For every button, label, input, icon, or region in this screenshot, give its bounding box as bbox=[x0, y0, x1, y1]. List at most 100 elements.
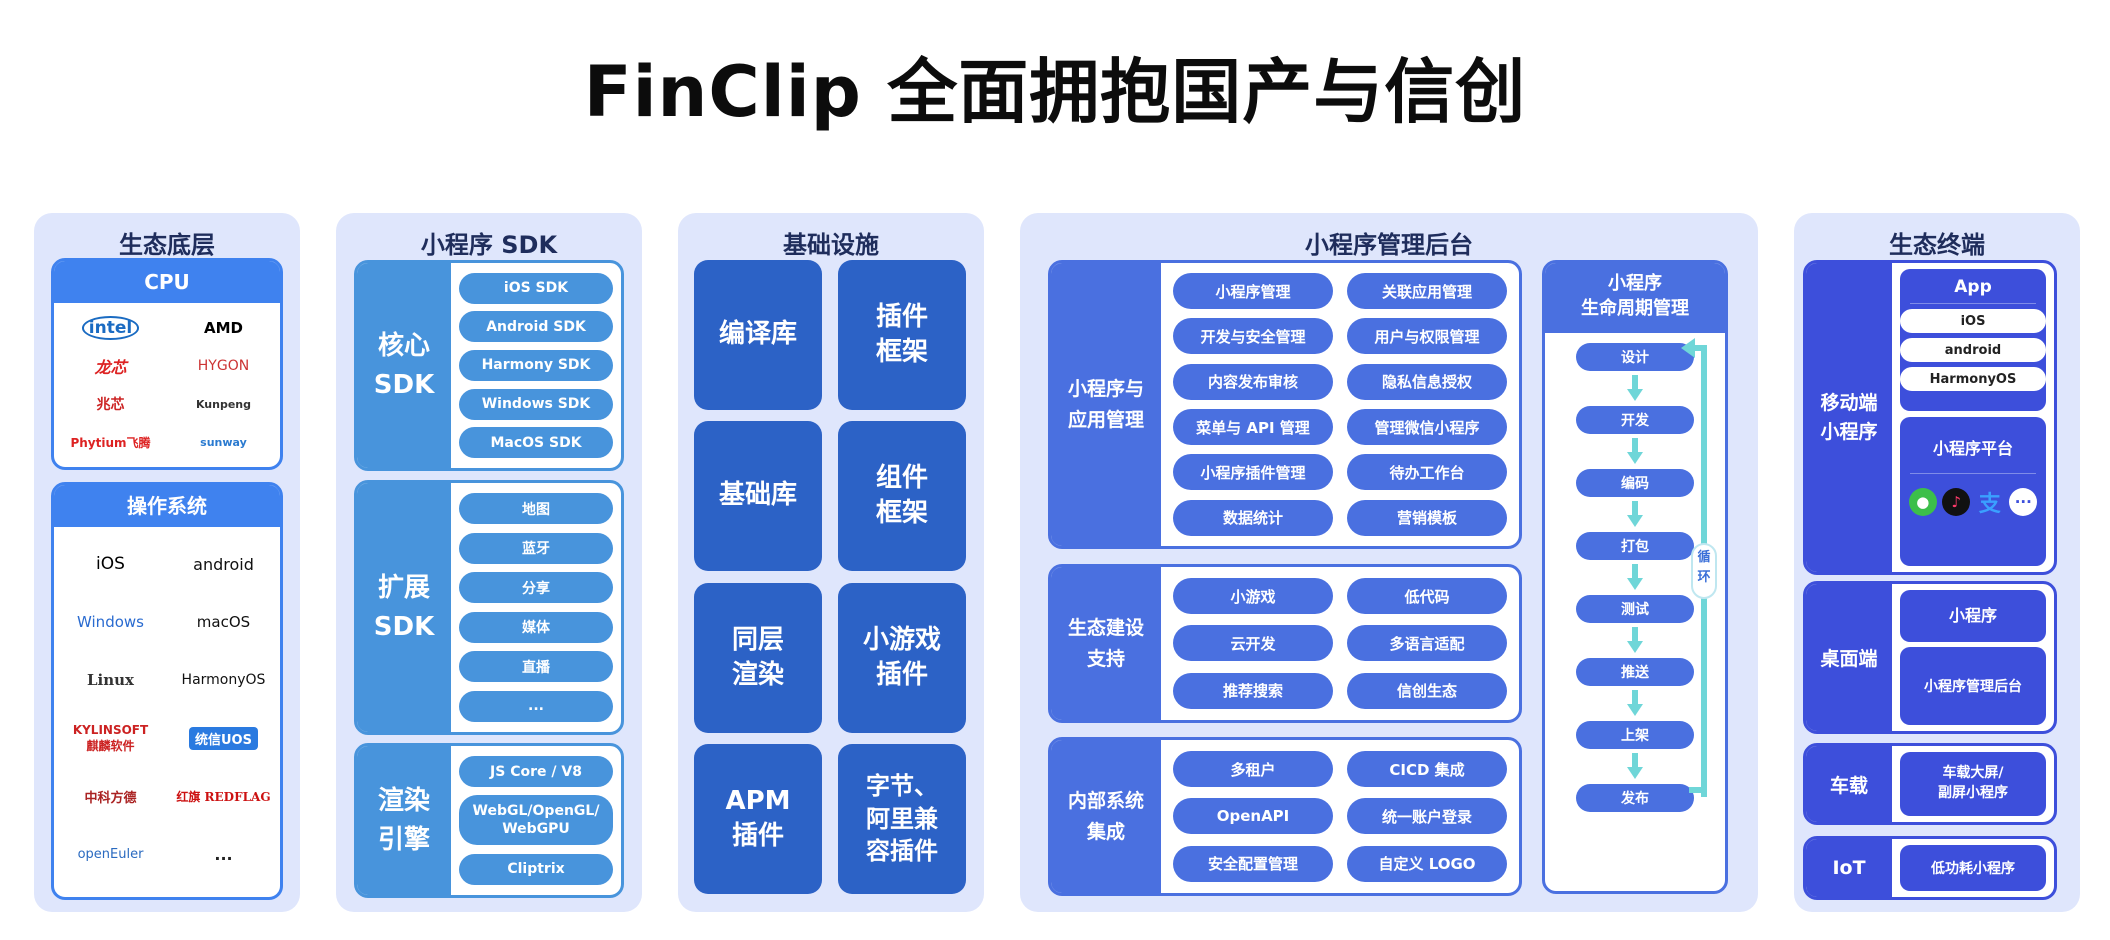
render-engine-group: 渲染 引擎 JS Core / V8 WebGL/OpenGL/ WebGPU … bbox=[354, 743, 624, 898]
ios-pill: iOS bbox=[1900, 309, 2046, 333]
lifecycle-step: 推送 bbox=[1576, 658, 1694, 686]
cpu-card: CPU intel AMD 龙芯 HYGON 兆芯 Kunpeng Phytiu… bbox=[51, 258, 283, 470]
sdk-pill: Harmony SDK bbox=[459, 349, 613, 381]
infra-tile: 插件 框架 bbox=[838, 260, 966, 410]
feature-pill: 云开发 bbox=[1173, 625, 1333, 662]
down-arrow-icon bbox=[1627, 501, 1643, 527]
zhaoxin-logo: 兆芯 bbox=[96, 397, 125, 413]
group-label: 车载 bbox=[1806, 746, 1892, 822]
intel-logo: intel bbox=[81, 316, 140, 340]
down-arrow-icon bbox=[1627, 564, 1643, 590]
feature-pill: 统一账户登录 bbox=[1347, 798, 1507, 835]
loop-line-top bbox=[1691, 345, 1707, 351]
amd-logo: AMD bbox=[204, 319, 243, 337]
lifecycle-title: 小程序 生命周期管理 bbox=[1545, 263, 1725, 333]
group-label: 渲染 引擎 bbox=[357, 746, 451, 895]
mobile-group: 移动端 小程序 App iOS android HarmonyOS 小程序平台 … bbox=[1803, 260, 2057, 575]
os-card: 操作系统 iOS android Windows macOS Linux Har… bbox=[51, 482, 283, 900]
group-label: 核心 SDK bbox=[357, 263, 451, 468]
app-title: App bbox=[1910, 277, 2036, 304]
feature-pill: 待办工作台 bbox=[1347, 454, 1507, 491]
sdk-pill: 分享 bbox=[459, 572, 613, 604]
engine-pill: Cliptrix bbox=[459, 853, 613, 885]
feature-pill: 信创生态 bbox=[1347, 672, 1507, 709]
sdk-pill: iOS SDK bbox=[459, 272, 613, 304]
loop-arrowhead-icon bbox=[1681, 338, 1695, 358]
app-box: App iOS android HarmonyOS bbox=[1900, 269, 2046, 411]
loongson-logo: 龙芯 bbox=[94, 358, 127, 377]
sdk-pill: 蓝牙 bbox=[459, 532, 613, 564]
lifecycle-panel: 小程序 生命周期管理 设计开发编码打包测试推送上架发布 循 环 bbox=[1542, 260, 1728, 894]
panel-title: 基础设施 bbox=[783, 231, 879, 259]
infrastructure-panel: 基础设施 编译库 插件 框架 基础库 组件 框架 同层 渲染 小游戏 插件 AP… bbox=[678, 213, 984, 912]
feature-pill: 小程序管理 bbox=[1173, 273, 1333, 310]
kylinsoft-logo: KYLINSOFT 麒麟软件 bbox=[72, 722, 149, 753]
group-label: 移动端 小程序 bbox=[1806, 263, 1892, 572]
panel-title: 小程序管理后台 bbox=[1305, 231, 1473, 259]
ecosystem-base-panel: 生态底层 CPU intel AMD 龙芯 HYGON 兆芯 Kunpeng P… bbox=[34, 213, 300, 912]
desktop-miniprogram: 小程序 bbox=[1900, 590, 2046, 642]
loop-line-bottom bbox=[1689, 787, 1707, 793]
linux-logo: Linux bbox=[87, 671, 134, 689]
nfschina-logo: 中科方德 bbox=[84, 790, 137, 806]
infra-tile: APM 插件 bbox=[694, 744, 822, 894]
douyin-icon: ♪ bbox=[1942, 488, 1971, 516]
redflag-logo: 红旗 REDFLAG bbox=[176, 789, 271, 804]
wechat-icon: ● bbox=[1908, 488, 1937, 516]
cpu-title: CPU bbox=[54, 261, 280, 303]
android-pill: android bbox=[1900, 338, 2046, 362]
lifecycle-step: 开发 bbox=[1576, 406, 1694, 434]
feature-pill: 隐私信息授权 bbox=[1347, 363, 1507, 400]
extension-sdk-group: 扩展 SDK 地图 蓝牙 分享 媒体 直播 ... bbox=[354, 480, 624, 735]
feature-pill: 推荐搜索 bbox=[1173, 672, 1333, 709]
desktop-backend: 小程序管理后台 bbox=[1900, 647, 2046, 725]
feature-pill: 管理微信小程序 bbox=[1347, 409, 1507, 446]
ios-logo: iOS bbox=[96, 554, 125, 574]
infra-tile: 基础库 bbox=[694, 421, 822, 571]
car-group: 车载 车载大屏/ 副屏小程序 bbox=[1803, 743, 2057, 825]
app-management-group: 小程序与 应用管理 小程序管理关联应用管理开发与安全管理用户与权限管理内容发布审… bbox=[1048, 260, 1522, 549]
panel-title: 生态底层 bbox=[119, 231, 215, 259]
sunway-logo: sunway bbox=[200, 435, 247, 449]
android-logo: android bbox=[193, 554, 254, 574]
platform-title: 小程序平台 bbox=[1910, 435, 2036, 474]
infra-tile: 字节、 阿里兼 容插件 bbox=[838, 744, 966, 894]
iot-group: IoT 低功耗小程序 bbox=[1803, 836, 2057, 900]
feature-pill: 数据统计 bbox=[1173, 499, 1333, 536]
feature-pill: 小游戏 bbox=[1173, 578, 1333, 615]
feature-pill: CICD 集成 bbox=[1347, 751, 1507, 788]
more-icon: ··· bbox=[2009, 488, 2038, 516]
ecosystem-support-group: 生态建设 支持 小游戏低代码云开发多语言适配推荐搜索信创生态 bbox=[1048, 564, 1522, 723]
sdk-pill: MacOS SDK bbox=[459, 427, 613, 459]
phytium-logo: Phytium飞腾 bbox=[70, 435, 151, 450]
engine-pill: WebGL/OpenGL/ WebGPU bbox=[459, 795, 613, 846]
core-sdk-group: 核心 SDK iOS SDK Android SDK Harmony SDK W… bbox=[354, 260, 624, 471]
desktop-group: 桌面端 小程序 小程序管理后台 bbox=[1803, 581, 2057, 734]
harmonyos-logo: HarmonyOS bbox=[181, 672, 266, 688]
sdk-pill: 媒体 bbox=[459, 611, 613, 643]
feature-pill: 多语言适配 bbox=[1347, 625, 1507, 662]
feature-pill: 关联应用管理 bbox=[1347, 273, 1507, 310]
feature-pill: OpenAPI bbox=[1173, 798, 1333, 835]
down-arrow-icon bbox=[1627, 690, 1643, 716]
lifecycle-step: 打包 bbox=[1576, 532, 1694, 560]
os-title: 操作系统 bbox=[54, 485, 280, 527]
group-label: 内部系统 集成 bbox=[1051, 740, 1161, 893]
lifecycle-step: 发布 bbox=[1576, 784, 1694, 812]
infra-tile: 编译库 bbox=[694, 260, 822, 410]
car-item: 车载大屏/ 副屏小程序 bbox=[1900, 752, 2046, 816]
group-label: 生态建设 支持 bbox=[1051, 567, 1161, 720]
sdk-pill: Windows SDK bbox=[459, 388, 613, 420]
feature-pill: 用户与权限管理 bbox=[1347, 318, 1507, 355]
down-arrow-icon bbox=[1627, 375, 1643, 401]
group-label: 扩展 SDK bbox=[357, 483, 451, 732]
sdk-panel: 小程序 SDK 核心 SDK iOS SDK Android SDK Harmo… bbox=[336, 213, 642, 912]
page-title: FinClip 全面拥抱国产与信创 bbox=[583, 51, 1527, 133]
feature-pill: 营销模板 bbox=[1347, 499, 1507, 536]
miniprogram-platform-box: 小程序平台 ● ♪ 支 ··· bbox=[1900, 417, 2046, 566]
lifecycle-step: 上架 bbox=[1576, 721, 1694, 749]
feature-pill: 内容发布审核 bbox=[1173, 363, 1333, 400]
down-arrow-icon bbox=[1627, 438, 1643, 464]
engine-pill: JS Core / V8 bbox=[459, 756, 613, 788]
